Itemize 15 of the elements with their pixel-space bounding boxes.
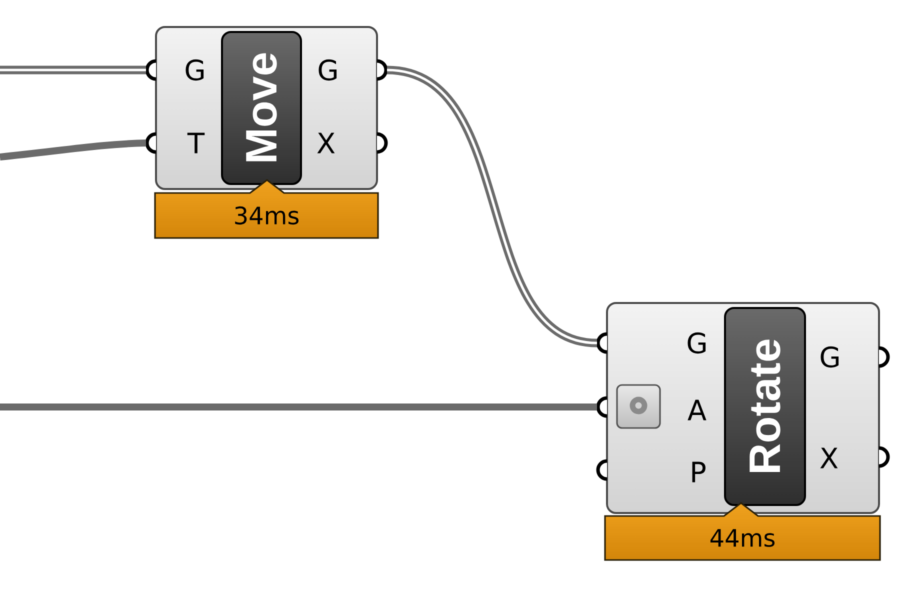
wire (0, 140, 146, 160)
param-label: G (318, 59, 337, 81)
param-label: G (186, 59, 204, 81)
param-label: P (692, 462, 706, 482)
title-bar: Rotate (724, 307, 806, 506)
param-label: X (820, 448, 838, 468)
wire (386, 66, 598, 348)
param-label: X (317, 132, 335, 154)
param-label: G (820, 346, 839, 368)
param-label: A (688, 400, 706, 420)
param-label: G (688, 332, 706, 354)
title-bar: Move (221, 31, 302, 185)
wire (0, 404, 597, 410)
param-label: T (187, 132, 205, 154)
wire (0, 66, 146, 74)
